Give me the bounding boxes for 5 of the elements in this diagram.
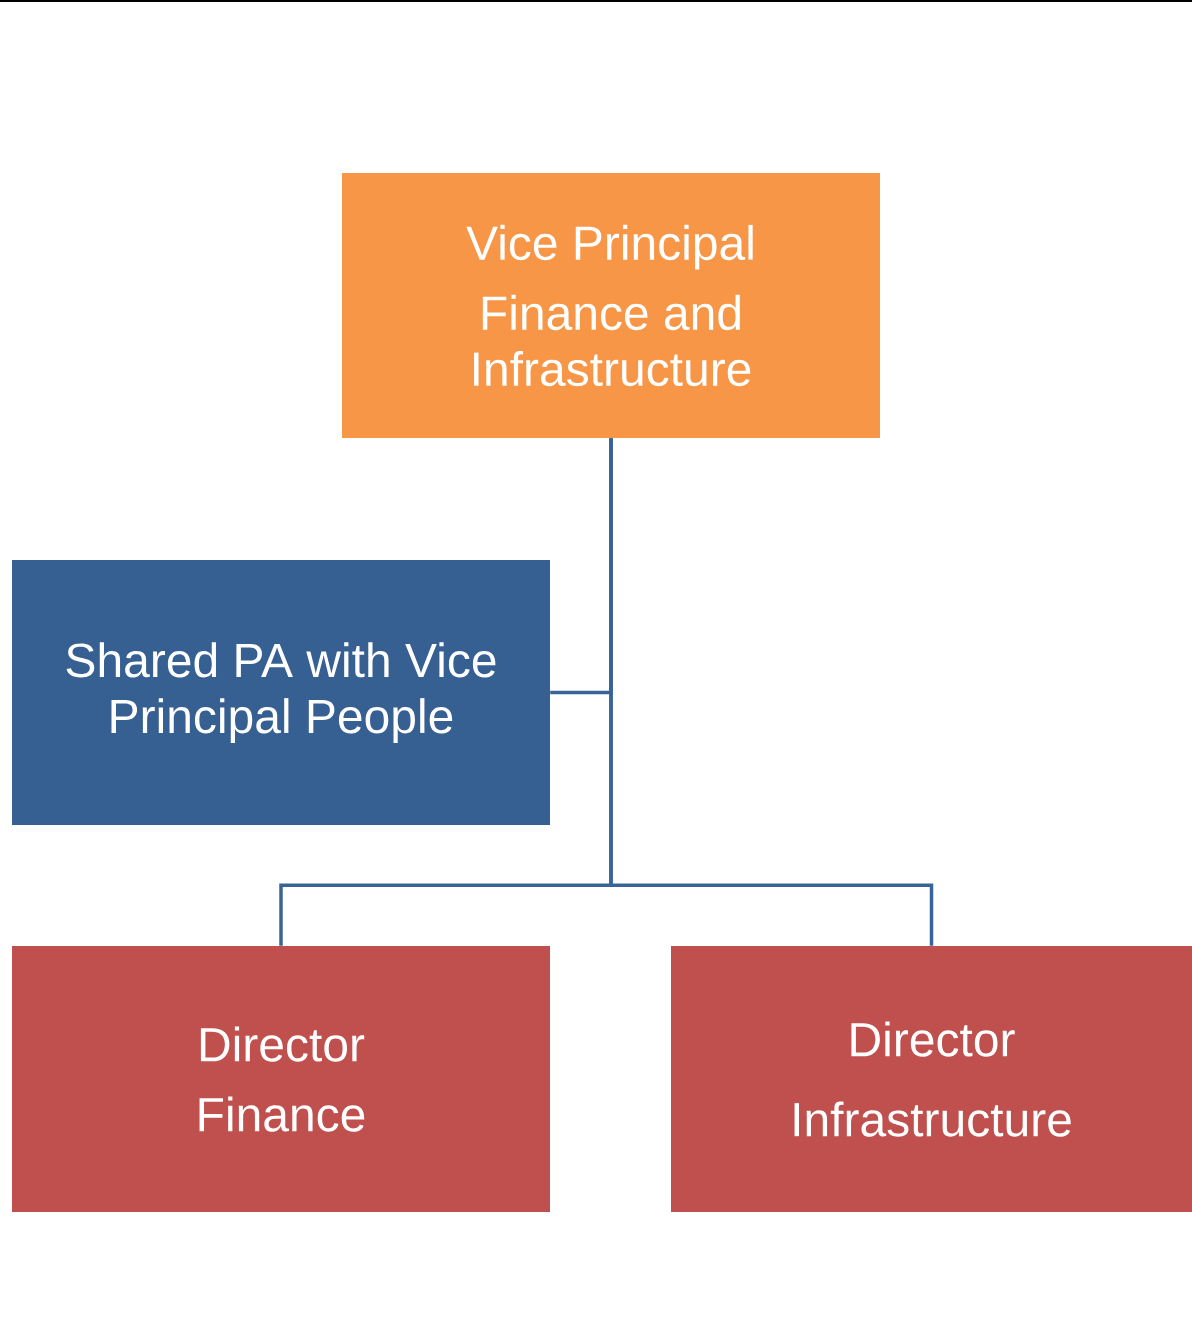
org-box: Vice Principal Finance and Infrastructure <box>342 173 880 438</box>
org-box: Director Infrastructure <box>671 946 1192 1212</box>
org-box: Director Finance <box>12 946 550 1212</box>
org-box: Shared PA with Vice Principal People <box>12 560 550 825</box>
connector-line <box>609 438 934 946</box>
